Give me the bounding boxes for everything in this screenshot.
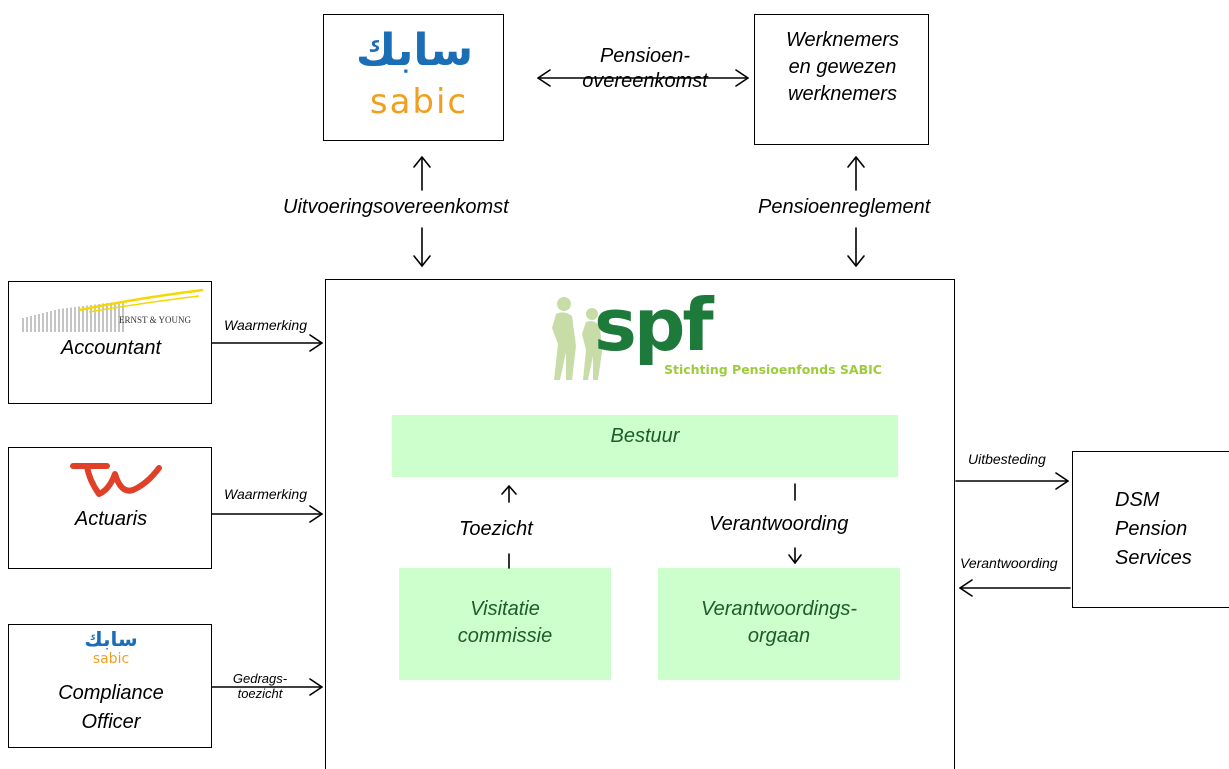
members-line3: werknemers <box>788 83 897 105</box>
board-label: Bestuur <box>610 425 680 447</box>
pension-agreement-line1: Pensioen- <box>599 45 691 67</box>
sabic-latin-logo: sabic <box>369 82 469 122</box>
provider-line2: Pension <box>1115 518 1188 540</box>
supervision-label: Toezicht <box>459 518 533 540</box>
ernst-young-logo <box>19 288 205 332</box>
walking-figures-icon <box>552 297 602 380</box>
fund-box: spf Stichting Pensioenfonds SABIC <box>325 279 955 769</box>
accountability-label: Verantwoording <box>709 513 849 535</box>
compliance-box: سابك sabic Compliance Officer <box>8 624 212 748</box>
board-box: Bestuur <box>392 415 898 477</box>
execution-agreement-arrow-up <box>413 156 431 191</box>
actuary-arrow <box>211 505 323 523</box>
actuary-arrow-label: Waarmerking <box>224 486 307 502</box>
provider-accountability-arrow <box>959 579 1071 597</box>
pension-rules-label: Pensioenreglement <box>758 196 931 218</box>
pension-agreement-line2: overeenkomst <box>582 70 708 92</box>
members-box: Werknemers en gewezen werknemers <box>754 14 929 145</box>
members-line2: en gewezen <box>788 56 897 78</box>
actuary-box: Actuaris <box>8 447 212 569</box>
actuary-logo-icon <box>70 463 162 497</box>
provider-box: DSM Pension Services <box>1072 451 1229 608</box>
outsourcing-arrow <box>955 472 1069 490</box>
employer-box: سابك sabic <box>323 14 504 141</box>
accountant-arrow-label: Waarmerking <box>224 317 307 333</box>
members-line1: Werknemers <box>786 29 899 51</box>
spf-logo-subtitle: Stichting Pensioenfonds SABIC <box>664 362 882 377</box>
compliance-line1: Compliance <box>58 682 164 704</box>
execution-agreement-arrow-down <box>413 227 431 267</box>
visitation-line2: commissie <box>457 625 553 647</box>
compliance-arrow-line2: toezicht <box>237 686 283 701</box>
visitation-committee-box: Visitatie commissie <box>399 568 611 680</box>
outsourcing-label: Uitbesteding <box>968 451 1046 467</box>
ernst-young-logo-text: ERNST & YOUNG <box>119 315 192 325</box>
accountant-label: Accountant <box>60 337 162 359</box>
compliance-sabic-arabic-logo: سابك <box>84 627 138 651</box>
pension-rules-arrow-down <box>847 227 865 267</box>
provider-accountability-label: Verantwoording <box>960 555 1058 571</box>
compliance-sabic-latin-logo: sabic <box>92 651 130 667</box>
accountability-body-line2: orgaan <box>747 625 811 647</box>
provider-line3: Services <box>1115 547 1192 569</box>
provider-line1: DSM <box>1115 489 1160 511</box>
actuary-label: Actuaris <box>74 508 148 530</box>
visitation-line1: Visitatie <box>470 598 540 620</box>
compliance-line2: Officer <box>81 711 141 733</box>
ernst-young-logo-graphic <box>22 288 204 332</box>
accountant-box: ERNST & YOUNG Accountant <box>8 281 212 404</box>
accountability-body-line1: Verantwoordings- <box>700 598 857 620</box>
accountability-body-box: Verantwoordings- orgaan <box>658 568 900 680</box>
compliance-arrow-line1: Gedrags- <box>232 671 288 686</box>
accountant-arrow <box>211 334 323 352</box>
execution-agreement-label: Uitvoeringsovereenkomst <box>283 196 509 218</box>
spf-logo-mark: spf <box>594 283 714 367</box>
sabic-arabic-logo: سابك <box>355 25 474 76</box>
pension-rules-arrow-up <box>847 156 865 191</box>
